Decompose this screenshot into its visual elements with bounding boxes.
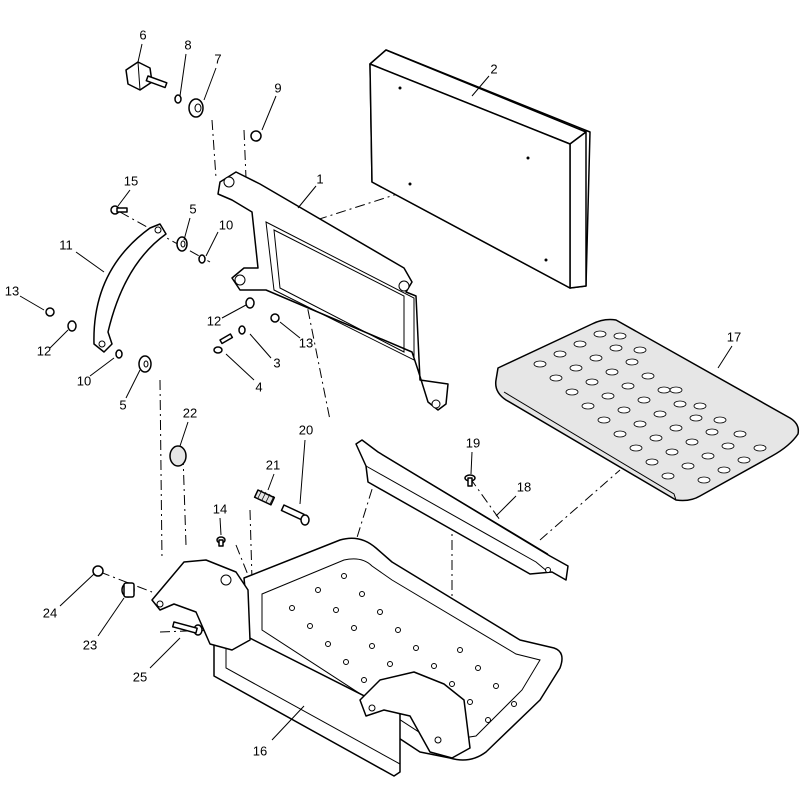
callout-labels: 1 2 3 4 5 5 6 7 8 9 10 10 11 12 12 13 13… xyxy=(5,27,741,758)
part-14-screw xyxy=(216,536,226,547)
callout-5-upper: 5 xyxy=(189,201,196,216)
part-11-arc-link xyxy=(93,223,167,353)
part-16-seat-frame xyxy=(151,537,563,777)
part-24-nut xyxy=(92,565,104,577)
callout-24: 24 xyxy=(43,605,57,620)
callout-12-left: 12 xyxy=(37,343,51,358)
callout-25: 25 xyxy=(133,669,147,684)
callout-7: 7 xyxy=(214,51,221,66)
part-3-washer xyxy=(238,325,246,335)
part-8-washer xyxy=(174,94,182,104)
part-13-nut-right xyxy=(270,313,280,323)
callout-5-lower: 5 xyxy=(119,397,126,412)
part-10-nut-upper xyxy=(198,254,206,264)
part-20-pin xyxy=(280,504,310,526)
callout-23: 23 xyxy=(83,637,97,652)
part-19-screw xyxy=(464,474,476,487)
part-9-nut xyxy=(250,130,262,142)
callout-16: 16 xyxy=(253,743,267,758)
part-12-washer-left xyxy=(67,320,77,332)
callout-12-right: 12 xyxy=(207,313,221,328)
callout-9: 9 xyxy=(274,80,281,95)
callout-8: 8 xyxy=(184,37,191,52)
callout-13-right: 13 xyxy=(299,335,313,350)
callout-4: 4 xyxy=(255,379,262,394)
callout-2: 2 xyxy=(490,61,497,76)
callout-15: 15 xyxy=(124,173,138,188)
part-18-channel xyxy=(355,439,569,581)
part-13-nut-left xyxy=(45,307,55,317)
part-22-bumper xyxy=(169,445,187,467)
callout-17: 17 xyxy=(727,329,741,344)
callout-22: 22 xyxy=(183,405,197,420)
part-10-nut-lower xyxy=(115,349,123,359)
leader-lines xyxy=(19,43,733,741)
part-2-back-cushion xyxy=(369,49,591,289)
part-5-washer-upper xyxy=(176,236,188,252)
callout-13-left: 13 xyxy=(5,283,19,298)
callout-6: 6 xyxy=(139,27,146,42)
part-12-washer-right xyxy=(245,297,255,309)
part-25-bolt xyxy=(171,621,203,636)
callout-20: 20 xyxy=(299,422,313,437)
part-7-bushing xyxy=(188,98,204,118)
callout-3: 3 xyxy=(273,355,280,370)
part-5-washer-lower xyxy=(138,355,152,373)
part-15-screw xyxy=(110,205,128,215)
part-17-seat-pan xyxy=(494,318,800,502)
part-4-bolt xyxy=(213,333,234,354)
part-6-knob xyxy=(125,61,168,91)
part-21-spring xyxy=(253,489,276,506)
callout-11: 11 xyxy=(59,237,73,252)
callout-21: 21 xyxy=(266,457,280,472)
part-1-back-bracket xyxy=(217,171,449,411)
callout-14: 14 xyxy=(213,501,227,516)
callout-10-lower: 10 xyxy=(77,373,91,388)
callout-10-upper: 10 xyxy=(219,217,233,232)
callout-1: 1 xyxy=(316,171,323,186)
callout-18: 18 xyxy=(517,479,531,494)
part-23-spacer xyxy=(121,582,135,598)
callout-19: 19 xyxy=(466,435,480,450)
